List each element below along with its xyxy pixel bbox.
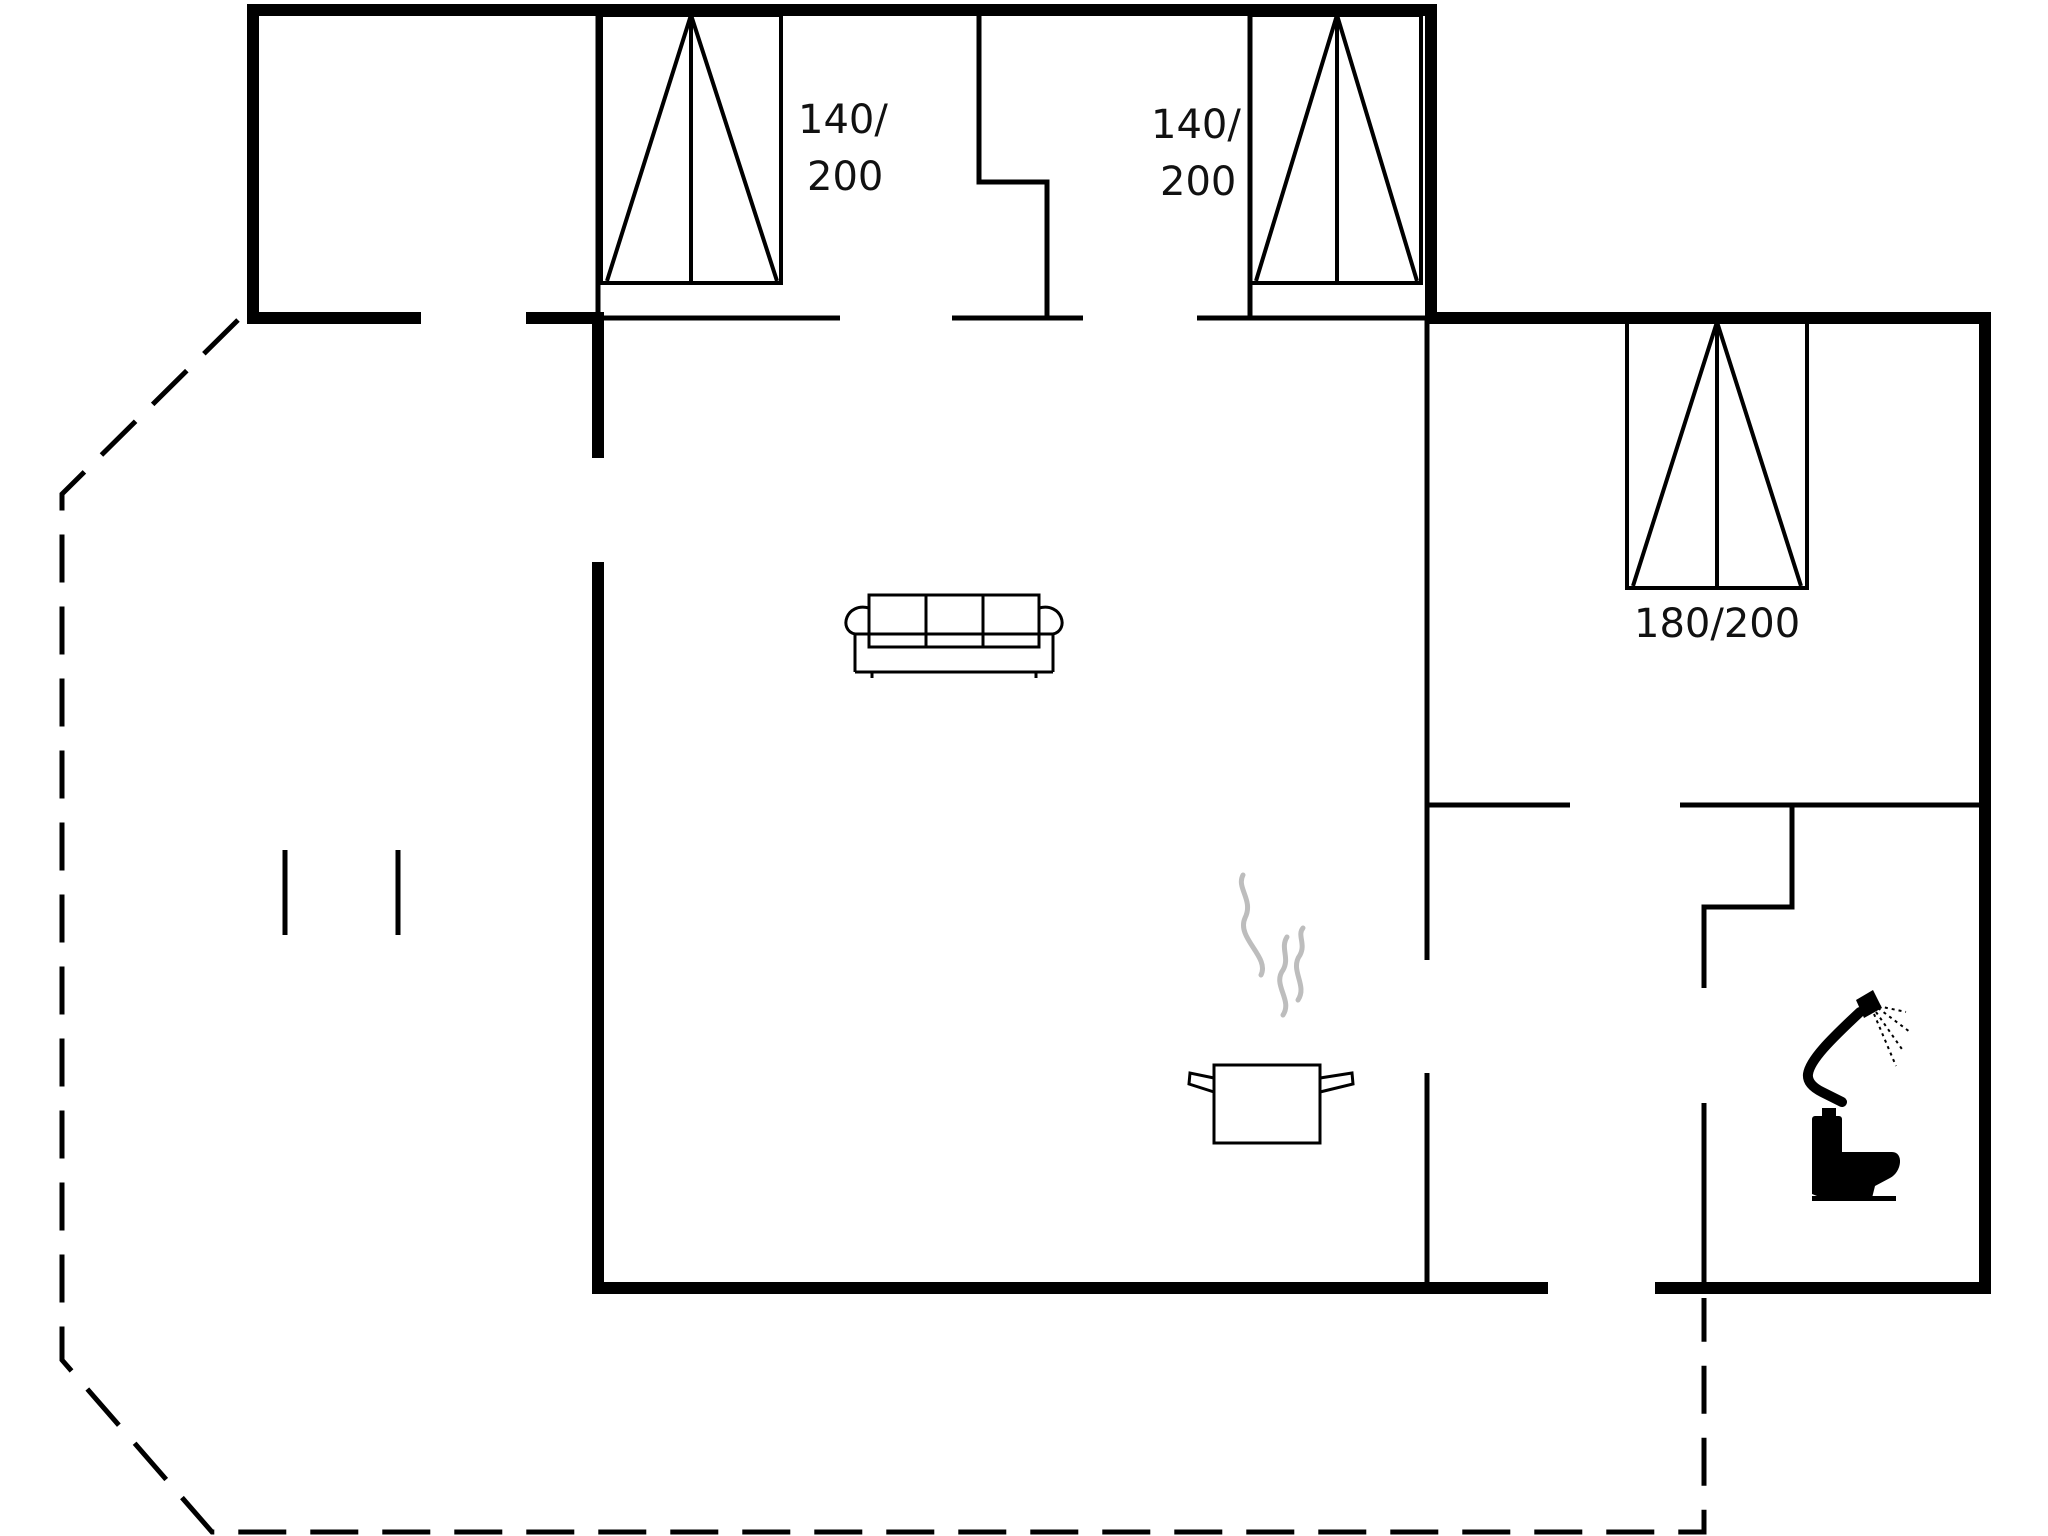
- steam: [1293, 925, 1306, 1003]
- bed-cover-lines: [605, 8, 779, 282]
- steam: [1277, 934, 1290, 1018]
- dashed-terrace-boundary: [59, 318, 1707, 1535]
- bed-cover-lines: [1631, 315, 1803, 587]
- terrace-outline: [59, 318, 1707, 1535]
- bed-icon: [599, 8, 783, 285]
- bed-size-label: 140/: [1151, 102, 1241, 148]
- cooking-pot-icon: [1187, 872, 1355, 1145]
- toilet-tank-top: [1822, 1108, 1836, 1118]
- shower-head: [1856, 990, 1882, 1018]
- exterior-walls: [247, 4, 1991, 1294]
- closet-partition: [976, 10, 1050, 318]
- bed-size-label: 200: [1160, 159, 1237, 205]
- bathroom-partition: [1701, 805, 1795, 988]
- bed-size-label: 180/200: [1634, 601, 1801, 647]
- sofa-left-arm: [844, 605, 870, 672]
- toilet-bowl: [1812, 1152, 1901, 1198]
- bed-cover-lines: [1254, 8, 1419, 282]
- steam: [1238, 872, 1265, 978]
- toilet-base: [1812, 1196, 1896, 1201]
- shower-spray: [1873, 1005, 1911, 1067]
- shower-icon: [1802, 990, 1911, 1107]
- toilet-icon: [1812, 1108, 1901, 1201]
- pot-handle-right: [1319, 1071, 1355, 1094]
- shower-hose: [1802, 1007, 1865, 1107]
- bed-size-label: 140/: [798, 97, 888, 143]
- south-wall: [592, 562, 1548, 1294]
- bed-icon: [1248, 8, 1423, 285]
- sofa-icon: [844, 593, 1064, 678]
- sofa-right-arm: [1038, 605, 1064, 672]
- pot-handle-left: [1187, 1071, 1215, 1094]
- bed-icon: [1625, 315, 1809, 590]
- north-annex-wall: [247, 4, 1437, 324]
- bed-size-label: 200: [807, 154, 884, 200]
- sofa-back: [867, 593, 1041, 649]
- interior-walls: [282, 10, 1985, 1288]
- pot-body: [1212, 1063, 1322, 1145]
